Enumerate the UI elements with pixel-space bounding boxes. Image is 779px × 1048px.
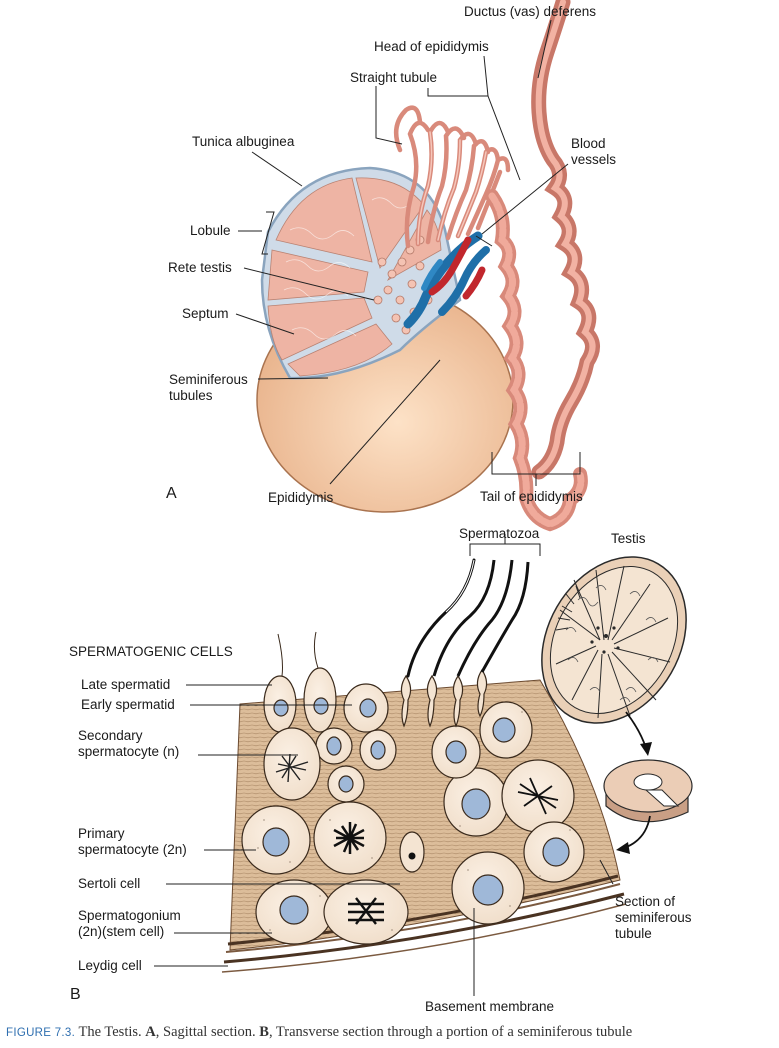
panel-b-letter: B [70,986,81,1003]
sertoli-nucleus [399,831,425,873]
label-seminiferous-tubules: Seminiferous tubules [169,372,248,403]
label-tunica-albuginea: Tunica albuginea [192,134,295,149]
spermatogenic-cells [241,631,585,945]
panel-a-illustration [235,0,600,532]
caption-text-2: , Sagittal section. [155,1024,260,1040]
label-sertoli-cell: Sertoli cell [78,876,141,891]
figure-number: FIGURE 7.3. [6,1027,76,1039]
figure-caption: FIGURE 7.3. The Testis. A, Sagittal sect… [6,1024,779,1041]
label-secondary-spermatocyte: Secondary spermatocyte (n) [78,728,180,759]
panel-b-leaders [154,534,614,996]
spermatozoa-heads [400,668,488,728]
arrow-to-section [625,711,647,749]
caption-text-1: The Testis. [75,1024,146,1040]
label-early-spermatid: Early spermatid [81,697,175,712]
label-late-spermatid: Late spermatid [81,677,171,692]
ductus-deferens [531,0,600,480]
panel-b-illustration [154,534,693,996]
label-blood-vessels: Blood vessels [571,136,617,167]
label-ductus-deferens: Ductus (vas) deferens [464,4,597,19]
label-spermatozoa: Spermatozoa [459,526,540,541]
label-lobule: Lobule [190,223,231,238]
epididymis-body [485,189,588,532]
label-testis: Testis [611,531,646,546]
label-epididymis: Epididymis [268,490,334,505]
tubule-section-piece [603,759,693,823]
label-spermatogonium: Spermatogonium (2n)(stem cell) [78,908,181,939]
label-leydig-cell: Leydig cell [78,958,142,973]
spermatozoa-tails [406,558,530,678]
label-basement-membrane: Basement membrane [425,999,555,1014]
panel-a-letter: A [166,485,177,502]
label-section-of-tubule: Section of seminiferous tubule [615,894,692,941]
heading-spermatogenic-cells: SPERMATOGENIC CELLS [69,644,233,659]
panel-a-leaders [235,19,581,486]
caption-b: B [259,1024,269,1040]
late-spermatids [263,631,337,733]
testis-inset [541,556,687,724]
label-tail-of-epididymis: Tail of epididymis [480,489,583,504]
label-head-of-epididymis: Head of epididymis [374,39,489,54]
label-straight-tubule: Straight tubule [350,70,438,85]
blood-vessels [403,231,490,329]
label-septum: Septum [182,306,229,321]
label-primary-spermatocyte: Primary spermatocyte (2n) [78,826,187,857]
caption-a: A [145,1024,156,1040]
caption-text-3: , Transverse section through a portion o… [268,1024,633,1040]
label-rete-testis: Rete testis [168,260,232,275]
